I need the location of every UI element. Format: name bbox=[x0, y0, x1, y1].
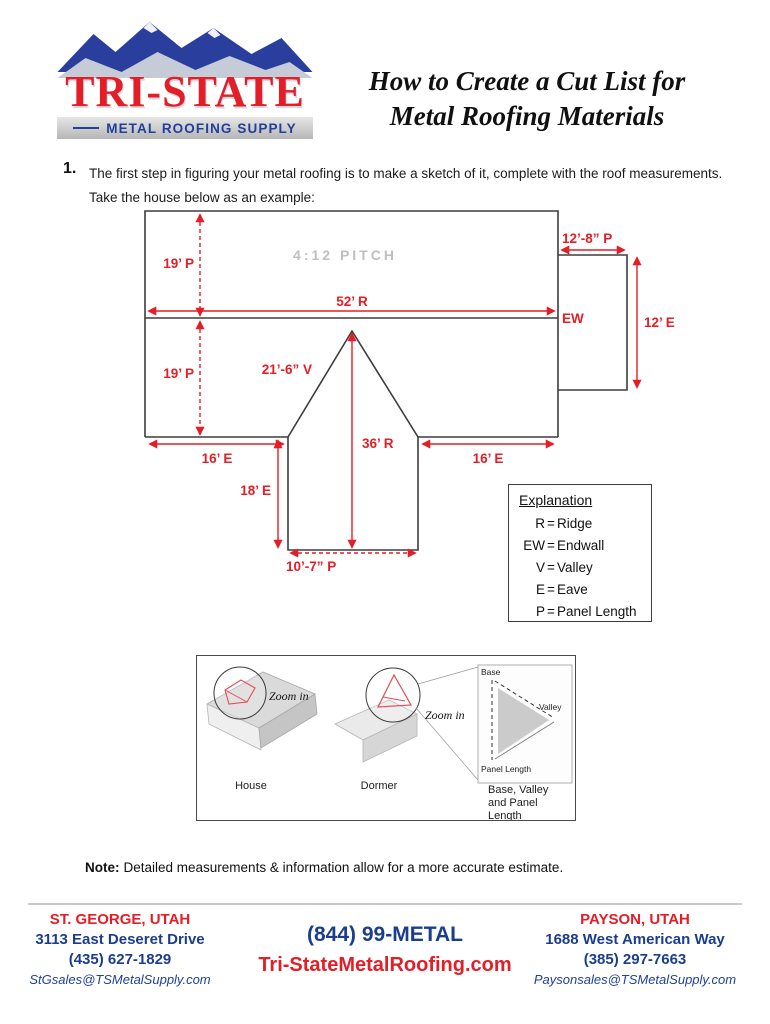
step-text: The first step in figuring your metal ro… bbox=[89, 162, 722, 209]
footer-right-phone: (385) 297-7663 bbox=[583, 951, 687, 968]
footer-right-address: 1688 West American Way bbox=[545, 931, 725, 948]
explanation-item: E = Eave bbox=[519, 579, 645, 601]
footer-left-address: 3113 East Deseret Drive bbox=[35, 931, 205, 948]
logo-banner: METAL ROOFING SUPPLY bbox=[57, 117, 313, 139]
explanation-box: Explanation R = Ridge EW = Endwall V = V… bbox=[508, 484, 652, 622]
dim-19p-bottom-label: 19’ P bbox=[163, 366, 194, 381]
step-number: 1. bbox=[63, 160, 77, 177]
pitch-label: 4:12 PITCH bbox=[293, 247, 397, 263]
illustration-art: Zoom in Zoom in Base Valley Panel Leng bbox=[206, 664, 573, 822]
banner-rule bbox=[73, 127, 100, 129]
caption-house: House bbox=[235, 780, 267, 792]
detail-label-base: Base bbox=[481, 667, 501, 677]
magnifier-circle-dormer-icon bbox=[365, 667, 421, 723]
footer-main-phone: (844) 99-METAL bbox=[307, 923, 463, 946]
dimension-lines bbox=[147, 213, 642, 558]
dim-16e-left-label: 16’ E bbox=[202, 451, 233, 466]
zoom-in-label-house: Zoom in bbox=[269, 689, 309, 703]
footer-left-phone: (435) 627-1829 bbox=[68, 951, 172, 968]
equals: = bbox=[547, 560, 555, 575]
explanation-item: V = Valley bbox=[519, 557, 645, 579]
footer-website-link[interactable]: Tri-StateMetalRoofing.com bbox=[258, 954, 512, 976]
term: Eave bbox=[557, 582, 588, 597]
logo-wordmark: TRI-STATE bbox=[65, 67, 305, 116]
dim-19p-top-label: 19’ P bbox=[163, 256, 194, 271]
term: Valley bbox=[557, 560, 593, 575]
logo-tagline: METAL ROOFING SUPPLY bbox=[106, 120, 297, 136]
endwall-label: EW bbox=[562, 311, 584, 326]
footer-left-email-link[interactable]: StGsales@TSMetalSupply.com bbox=[29, 972, 211, 987]
explanation-item: EW = Endwall bbox=[519, 535, 645, 557]
dim-10-7p-label: 10’-7” P bbox=[286, 559, 336, 574]
equals: = bbox=[547, 516, 555, 531]
abbr: EW bbox=[523, 538, 545, 553]
roof-diagram: 4:12 PITCH 19’ P 52’ R 19’ P 21’-6” V 36… bbox=[144, 210, 675, 574]
footer-divider bbox=[28, 903, 742, 905]
equals: = bbox=[547, 538, 555, 553]
explanation-list: R = Ridge EW = Endwall V = Valley E = Ea… bbox=[519, 513, 645, 623]
mountains-logo-icon bbox=[57, 22, 313, 78]
footer-left-city: ST. GEORGE, UTAH bbox=[49, 911, 191, 928]
dim-21-6v-label: 21’-6” V bbox=[262, 362, 312, 377]
house-art bbox=[206, 666, 318, 751]
dormer-art bbox=[334, 666, 479, 781]
caption-detail-line1: Base, Valley bbox=[488, 784, 549, 796]
step-text-line-2: Take the house below as an example: bbox=[89, 189, 315, 205]
term: Ridge bbox=[557, 516, 593, 531]
explanation-item: P = Panel Length bbox=[519, 601, 645, 623]
dim-12e-label: 12’ E bbox=[644, 315, 675, 330]
term: Panel Length bbox=[557, 604, 637, 619]
explanation-item: R = Ridge bbox=[519, 513, 645, 535]
footer-payson: PAYSON, UTAH 1688 West American Way (385… bbox=[532, 911, 738, 987]
note: Note:Detailed measurements & information… bbox=[85, 860, 563, 875]
footer-right-city: PAYSON, UTAH bbox=[580, 911, 690, 928]
step-text-line-1: The first step in figuring your metal ro… bbox=[89, 166, 723, 181]
abbr: E bbox=[535, 582, 545, 597]
term: Endwall bbox=[557, 538, 605, 553]
caption-detail-line3: Length bbox=[488, 810, 522, 820]
page-title: How to Create a Cut List for Metal Roofi… bbox=[352, 64, 702, 134]
detail-label-valley: Valley bbox=[539, 702, 562, 712]
footer-center: (844) 99-METAL Tri-StateMetalRoofing.com bbox=[235, 923, 535, 977]
detail-label-panel-length: Panel Length bbox=[481, 764, 531, 774]
dim-36r-label: 36’ R bbox=[362, 436, 394, 451]
caption-dormer: Dormer bbox=[361, 780, 398, 792]
dim-16e-right-label: 16’ E bbox=[473, 451, 504, 466]
zoom-in-label-dormer: Zoom in bbox=[425, 708, 465, 722]
abbr: P bbox=[535, 604, 545, 619]
note-label: Note: bbox=[85, 860, 120, 875]
company-logo: TRI-STATE METAL ROOFING SUPPLY bbox=[57, 20, 313, 139]
abbr: R bbox=[535, 516, 545, 531]
magnifier-circle-house-icon bbox=[213, 666, 267, 720]
detail-art bbox=[477, 664, 573, 784]
equals: = bbox=[547, 604, 555, 619]
title-line-2: Metal Roofing Materials bbox=[389, 101, 665, 132]
abbr: V bbox=[535, 560, 545, 575]
footer-st-george: ST. GEORGE, UTAH 3113 East Deseret Drive… bbox=[22, 911, 218, 987]
title-line-1: How to Create a Cut List for bbox=[368, 66, 686, 96]
dim-52r-label: 52’ R bbox=[336, 294, 368, 309]
illustration-box: Zoom in Zoom in Base Valley Panel Leng bbox=[196, 655, 576, 822]
caption-detail-line2: and Panel bbox=[488, 797, 538, 809]
footer-right-email-link[interactable]: Paysonsales@TSMetalSupply.com bbox=[533, 972, 737, 987]
roof-outline bbox=[144, 210, 628, 551]
note-text: Detailed measurements & information allo… bbox=[123, 860, 564, 875]
dim-12-8p-label: 12’-8” P bbox=[562, 231, 612, 246]
explanation-title: Explanation bbox=[519, 492, 593, 508]
dim-18e-label: 18’ E bbox=[240, 483, 271, 498]
equals: = bbox=[547, 582, 555, 597]
